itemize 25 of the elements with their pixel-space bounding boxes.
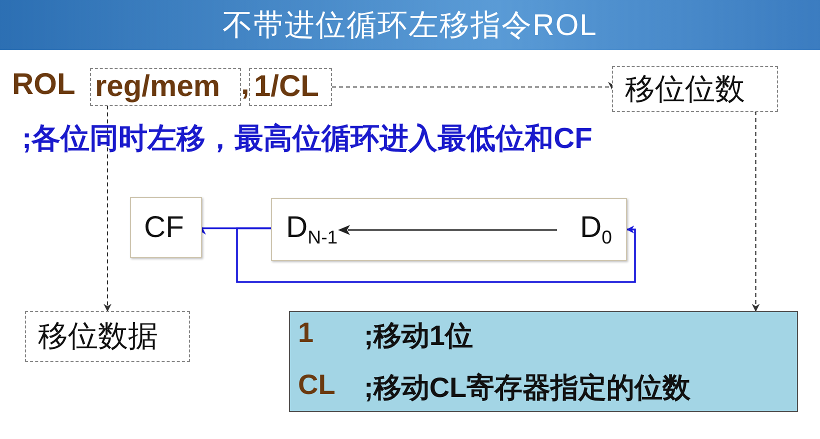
note-panel [289,311,798,412]
arrow [236,226,636,283]
dashed-box [612,66,778,112]
title: 不带进位循环左移指令ROL [222,8,598,44]
register-box [271,198,627,261]
instruction-text: , [241,68,250,102]
operand-text: 1 [298,316,315,350]
register-label: D$_{N-1}$ [286,210,338,248]
box-label: 移位位数 [625,72,745,108]
box-label: 1/CL [254,70,320,104]
box-label: reg/mem [95,70,220,104]
comment-text: ;移动CL寄存器指定的位数 [364,370,691,404]
dashed-arrow [752,111,760,312]
register-label: D$_{0}$ [580,210,612,248]
dashed-box [25,311,190,362]
instruction-text: ROL [12,68,76,102]
dashed-box [249,68,332,106]
dashed-box [90,68,241,106]
box-label: 移位数据 [38,319,158,355]
register-box [130,197,202,258]
comment-text: ;移动1位 [364,318,474,352]
dashed-arrow [104,105,112,312]
comment-text: ;各位同时左移，最高位循环进入最低位和CF [22,122,592,157]
register-label: CF [144,210,184,244]
operand-text: CL [298,368,336,402]
